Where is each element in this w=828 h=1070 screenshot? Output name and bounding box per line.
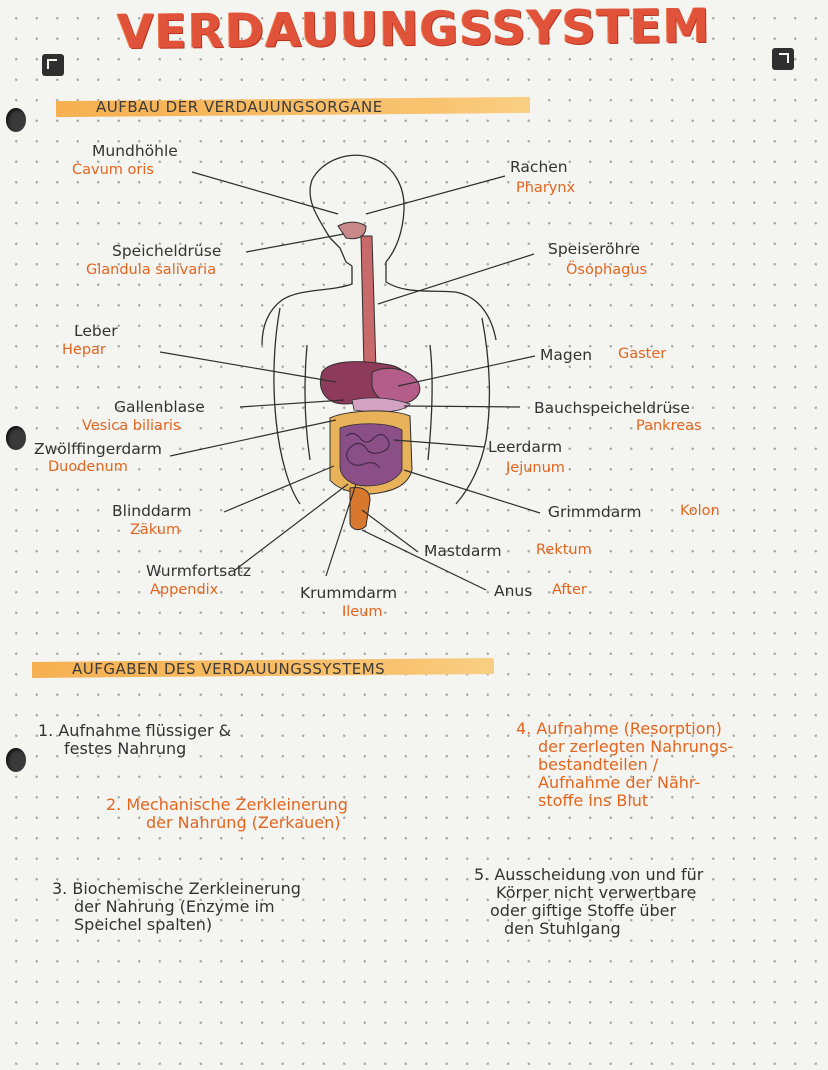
latin-pankreas: Pankreas [636, 418, 702, 434]
corner-mark-left-icon [42, 54, 64, 76]
task-4-line-2: der zerlegten Nahrungs- [538, 737, 734, 756]
task-2-line-1: 2. Mechanische Zerkleinerung [106, 795, 348, 814]
latin-gaster: Gaster [618, 346, 667, 362]
line-krummdarm [325, 483, 357, 577]
task-5-line-3: oder giftige Stoffe über [490, 901, 677, 920]
latin-jejunum: Jejunum [506, 460, 565, 476]
corner-mark-right-icon [772, 48, 794, 70]
latin-after: After [552, 582, 587, 598]
line-blinddarm [223, 465, 335, 513]
line-rachen [365, 175, 506, 215]
line-magen [397, 355, 536, 387]
small-intestine-coils [345, 432, 390, 469]
line-bauchspeicheldruese [403, 405, 521, 408]
head-outline [309, 154, 497, 341]
line-leber [159, 351, 337, 383]
rectum [349, 487, 371, 531]
line-anus [361, 529, 487, 591]
latin-hepar: Hepar [62, 342, 106, 358]
arm-left-inner [304, 344, 311, 461]
label-anus: Anus [494, 582, 533, 600]
line-speicheldruese [245, 233, 345, 253]
esophagus [360, 235, 377, 371]
task-3-line-3: Speichel spalten) [74, 915, 213, 934]
task-5-line-2: Körper nicht verwertbare [496, 883, 697, 902]
latin-glandula-salivaria: Glandula salivaria [86, 262, 217, 278]
line-mastdarm [361, 509, 419, 553]
label-gallenblase: Gallenblase [114, 398, 205, 416]
arm-right-inner [427, 344, 433, 461]
oral-cavity [337, 221, 367, 240]
neck-left [261, 266, 353, 346]
task-2-line-2: der Nahrung (Zerkauen) [146, 813, 341, 832]
face-outline [329, 237, 353, 267]
latin-rektum: Rektum [536, 542, 592, 558]
task-4: 4. Aufnahme (Resorption) der zerlegten N… [516, 720, 806, 810]
task-5-line-4: den Stuhlgang [504, 919, 621, 938]
line-mundhoehle [191, 171, 339, 215]
task-4-line-1: 4. Aufnahme (Resorption) [516, 719, 722, 738]
section-heading-tasks: AUFGABEN DES VERDAUUNGSSYSTEMS [72, 660, 386, 678]
label-grimmdarm: Grimmdarm [548, 503, 642, 521]
label-speicheldruese: Speicheldrüse [112, 242, 222, 260]
punch-hole-bottom [6, 748, 26, 772]
punch-hole-top [6, 108, 26, 132]
label-zwoelffingerdarm: Zwölffingerdarm [34, 440, 162, 458]
task-3: 3. Biochemische Zerkleinerung der Nahrun… [52, 880, 372, 934]
label-speiseroehre: Speiseröhre [548, 240, 641, 258]
latin-zaekum: Zäkum [130, 522, 181, 538]
line-zwoelffingerdarm [169, 419, 337, 457]
label-magen: Magen [540, 346, 593, 364]
section-heading-structure: AUFBAU DER VERDAUUNGSORGANE [96, 98, 383, 116]
label-wurmfortsatz: Wurmfortsatz [146, 562, 251, 580]
task-1-line-2: festes Nahrung [64, 739, 187, 758]
latin-cavum-oris: Cavum oris [72, 162, 154, 178]
line-grimmdarm [403, 469, 541, 514]
latin-oesophagus: Ösophagus [566, 262, 648, 278]
line-gallenblase [239, 399, 345, 408]
arm-left-outer [273, 307, 301, 505]
latin-duodenum: Duodenum [48, 459, 128, 475]
label-bauchspeicheldruese: Bauchspeicheldrüse [534, 399, 690, 417]
label-krummdarm: Krummdarm [300, 584, 398, 602]
latin-pharynx: Pharynx [516, 180, 576, 196]
task-3-line-1: 3. Biochemische Zerkleinerung [52, 879, 301, 898]
latin-ileum: Ileum [342, 604, 383, 620]
label-mundhoehle: Mundhöhle [92, 142, 178, 160]
small-intestine [339, 423, 403, 487]
task-3-line-2: der Nahrung (Enzyme im [74, 897, 275, 916]
task-5-line-1: 5. Ausscheidung von und für [474, 865, 704, 884]
stomach [371, 367, 421, 405]
line-leerdarm [393, 439, 485, 448]
task-1: 1. Aufnahme flüssiger & festes Nahrung [38, 722, 338, 758]
label-rachen: Rachen [510, 158, 568, 176]
label-mastdarm: Mastdarm [424, 542, 502, 560]
task-4-line-5: stoffe ins Blut [538, 791, 649, 810]
latin-kolon: Kolon [680, 503, 720, 519]
line-speiseroehre [377, 253, 535, 305]
arm-right-outer [455, 317, 491, 505]
label-leber: Leber [74, 322, 118, 340]
task-4-line-4: Aufnahme der Nähr- [538, 773, 701, 792]
task-1-line-1: 1. Aufnahme flüssiger & [38, 721, 232, 740]
task-2: 2. Mechanische Zerkleinerung der Nahrung… [106, 796, 446, 832]
task-5: 5. Ausscheidung von und für Körper nicht… [474, 866, 804, 938]
label-leerdarm: Leerdarm [488, 438, 563, 456]
line-wurmfortsatz [234, 483, 349, 571]
latin-vesica-biliaris: Vesica biliaris [82, 418, 181, 434]
task-4-line-3: bestandteilen / [538, 755, 659, 774]
punch-hole-middle [6, 426, 26, 450]
label-blinddarm: Blinddarm [112, 502, 192, 520]
latin-appendix: Appendix [150, 582, 219, 598]
